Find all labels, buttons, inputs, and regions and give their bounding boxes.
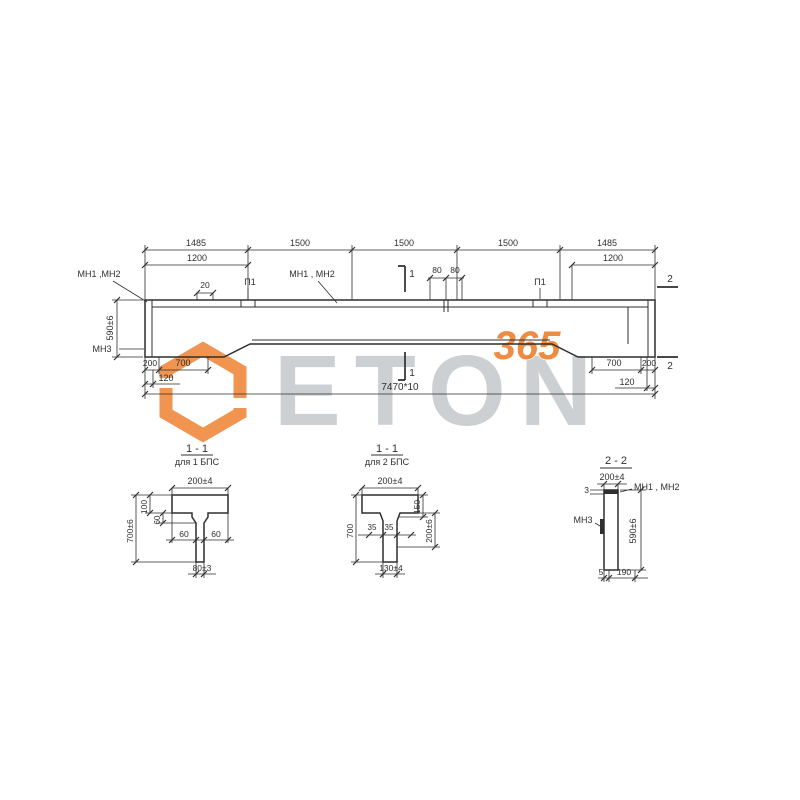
watermark-brand-text: ETON [274,335,606,447]
section-c-top-plate [604,490,618,494]
section-c-dim-3: 3 [584,485,589,495]
dimension-lines-bottom [141,357,659,399]
section-b-dim-width: 200±4 [378,476,403,486]
section-a-dim-100: 100 [139,500,149,514]
section-a-dim-bottom: 80±3 [193,563,212,573]
watermark-hexagon-logo [159,341,247,443]
dim-590-left: 590±6 [105,316,115,341]
section-c-title: 2 - 2 [605,455,627,467]
section-b-dim-150: 150 [412,500,422,514]
section-mark-1-top: 1 [409,269,415,280]
section-1-1-bps2: 1 - 1 для 2 БПС 200±4 35 35 150 200±6 70… [345,443,440,578]
section-cut-marks [398,265,678,381]
dim-120-left: 120 [158,373,173,383]
dimension-lines-top [112,245,659,304]
dim-1485-right: 1485 [597,238,617,248]
section-c-profile [603,489,619,571]
label-p1-right: П1 [534,277,545,287]
section-a-dim-width: 200±4 [188,476,213,486]
dim-1200-right: 1200 [603,253,623,263]
section-c-dim-5: 5 [599,567,604,577]
dimension-lines-left [112,296,144,361]
section-a-dim-60-r: 60 [211,529,221,539]
section-mark-2-bottom: 2 [667,361,673,372]
section-mark-2-top: 2 [667,274,673,285]
embed-plate-p1-left [240,299,256,308]
section-a-dim-60-l: 60 [179,529,189,539]
section-1-1-bps1: 1 - 1 для 1 БПС 200±4 100 60 700±6 60 60… [125,443,234,578]
embed-plate-p1-right [532,299,548,308]
section-c-dim-190: 190 [617,567,631,577]
main-elevation-view: 1485 1500 1500 1500 1485 1200 1200 МН1 ,… [77,238,678,399]
section-b-title: 1 - 1 [376,443,398,455]
section-a-dim-60-v: 60 [153,515,162,524]
section-a-subtitle: для 1 БПС [175,457,220,467]
section-b-dim-35-l: 35 [368,523,377,532]
dim-80-b: 80 [450,265,460,275]
dim-80-a: 80 [432,265,442,275]
hexagon-notch-left [152,378,178,388]
section-c-label-mn3: МН3 [573,515,592,525]
section-mark-1-bottom: 1 [409,368,415,379]
dim-1500-a: 1500 [290,238,310,248]
label-mn1-mn2-left: МН1 ,МН2 [77,269,120,279]
dim-200-right: 200 [642,358,656,368]
section-b-subtitle: для 2 БПС [365,457,410,467]
label-p1-left: П1 [244,277,255,287]
section-c-side-plate [600,519,604,534]
watermark-number-text: 365 [494,324,561,368]
section-b-dim-height: 700 [345,524,355,538]
section-b-dim-35-r: 35 [385,523,394,532]
dim-1485-left: 1485 [186,238,206,248]
dim-1500-c: 1500 [498,238,518,248]
watermark: ETON 365 [152,323,606,448]
section-2-2: 2 - 2 200±4 3 МН1 , МН2 МН3 590±6 5 190 [573,455,680,582]
dim-700-right: 700 [606,358,621,368]
section-c-dim-590: 590±6 [628,519,638,544]
dim-20: 20 [200,280,210,290]
section-c-label-mn1-mn2: МН1 , МН2 [634,482,680,492]
dim-120-right: 120 [619,377,634,387]
section-a-title: 1 - 1 [186,443,208,455]
dim-700-left: 700 [175,358,190,368]
dim-total-length: 7470*10 [381,382,419,393]
section-a-dim-height: 700±6 [125,519,135,543]
section-b-dim-bottom: 130±4 [379,563,403,573]
section-b-dim-200: 200±6 [424,519,434,543]
dim-200-left: 200 [143,358,157,368]
hexagon-notch-right [228,398,254,408]
label-mn3: МН3 [92,344,111,354]
dim-1200-left: 1200 [187,253,207,263]
section-c-dim-width: 200±4 [600,472,625,482]
center-embed-detail [443,300,449,312]
dim-1500-b: 1500 [394,238,414,248]
label-mn1-mn2-mid: МН1 , МН2 [289,269,335,279]
beam-outline [144,299,656,358]
